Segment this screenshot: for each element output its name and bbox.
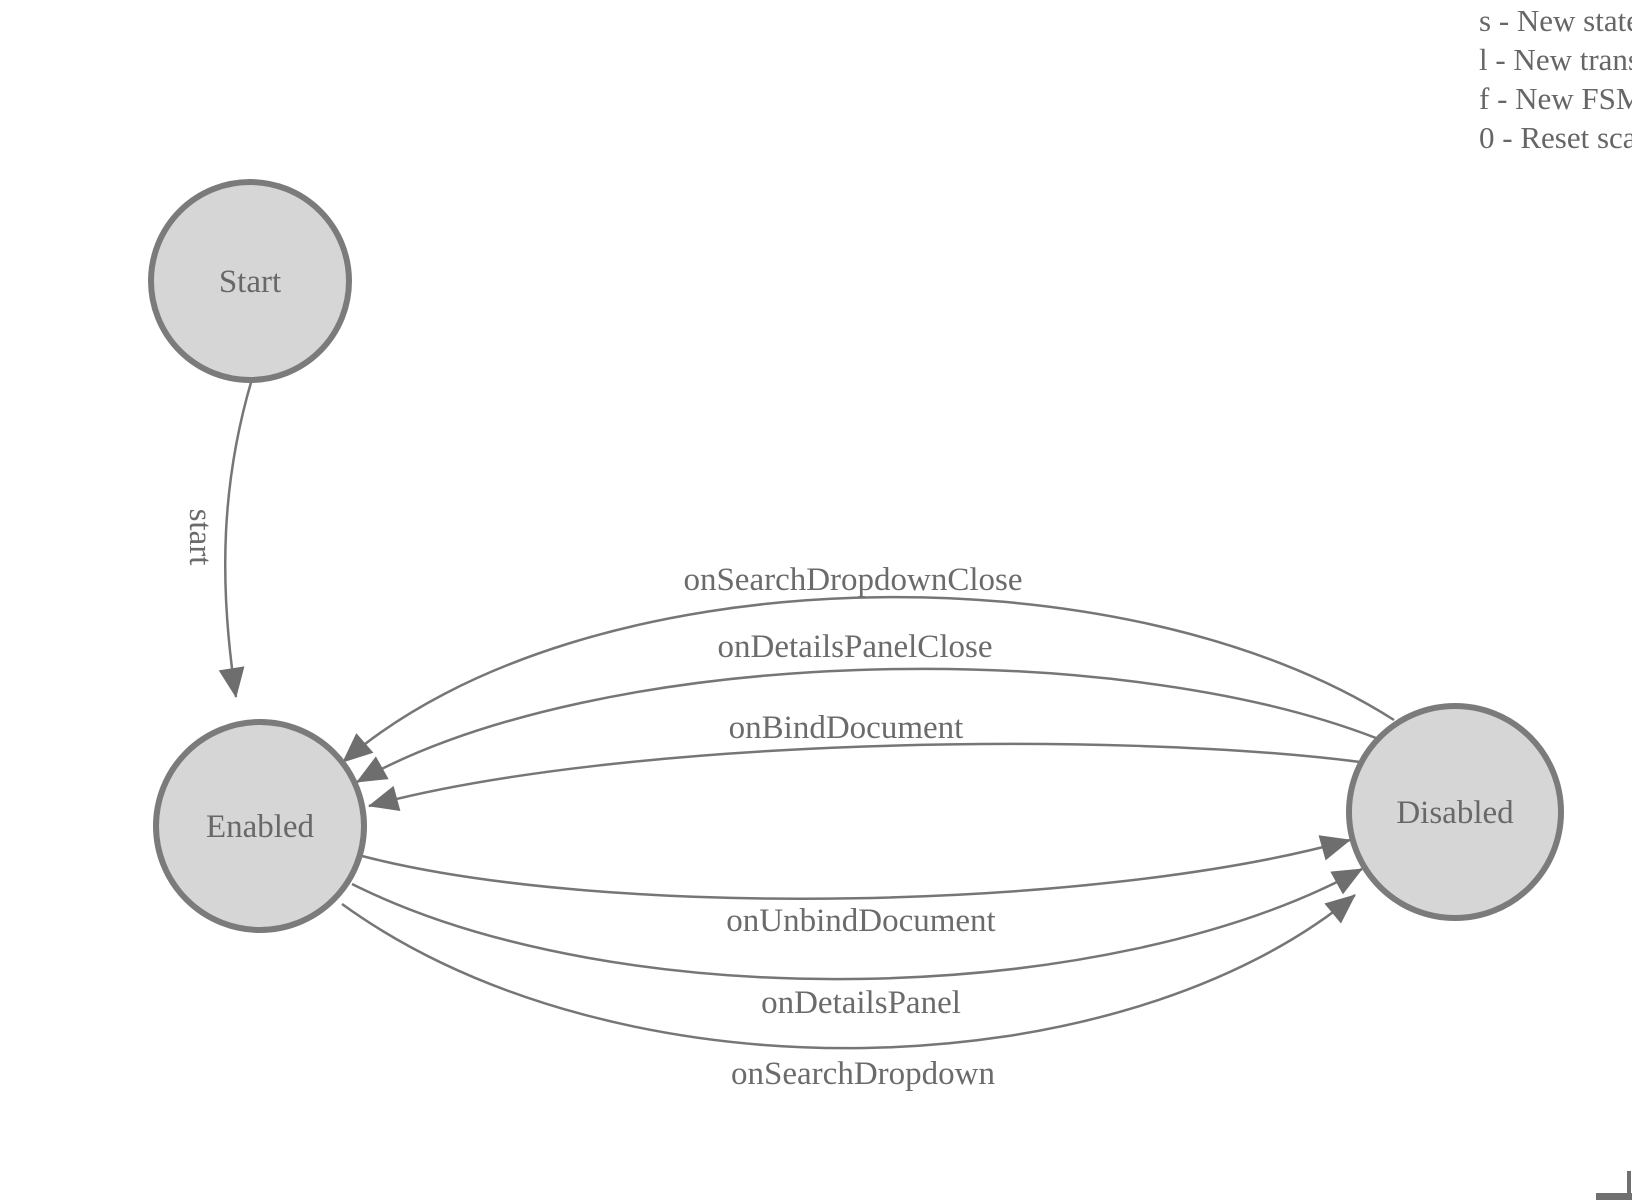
legend-line-new-transition: l - New transition bbox=[1479, 42, 1632, 77]
transition-labels: start onSearchDropdownClose onDetailsPan… bbox=[182, 509, 1023, 1092]
state-label-enabled: Enabled bbox=[206, 809, 315, 845]
transition-edge-onDetailsPanel[interactable] bbox=[351, 867, 1363, 981]
state-label-disabled: Disabled bbox=[1396, 795, 1514, 831]
transition-edge-onSearchDropdown[interactable] bbox=[341, 894, 1356, 1050]
legend-line-reset: 0 - Reset scale bbox=[1479, 120, 1632, 155]
state-node-enabled[interactable]: Enabled bbox=[153, 719, 367, 933]
transition-edges bbox=[218, 378, 1395, 1050]
state-circle-enabled[interactable] bbox=[153, 719, 367, 933]
transition-label-start: start bbox=[182, 509, 218, 566]
transition-label-onDetailsPanel: onDetailsPanel bbox=[761, 985, 961, 1021]
corner-panel-horizontal-edge bbox=[1596, 1193, 1632, 1200]
transition-edge-onUnbindDocument[interactable] bbox=[361, 835, 1351, 900]
transition-edge-start[interactable] bbox=[218, 378, 254, 698]
transition-edge-onBindDocument[interactable] bbox=[368, 742, 1361, 811]
state-node-disabled[interactable]: Disabled bbox=[1346, 703, 1564, 921]
transition-label-onUnbindDocument: onUnbindDocument bbox=[726, 903, 995, 939]
corner-panel-vertical-edge bbox=[1627, 1171, 1631, 1200]
state-label-start: Start bbox=[219, 264, 281, 300]
transition-edge-onSearchDropdownClose[interactable] bbox=[342, 595, 1395, 763]
transition-label-onSearchDropdown: onSearchDropdown bbox=[731, 1056, 995, 1092]
transition-edge-onDetailsPanelClose[interactable] bbox=[356, 667, 1377, 784]
state-circle-start[interactable] bbox=[148, 179, 352, 383]
legend-line-new-state: s - New state bbox=[1479, 3, 1632, 38]
legend-line-new-fsm: f - New FSM bbox=[1479, 81, 1632, 116]
corner-panel-edge bbox=[1596, 1171, 1632, 1200]
state-circle-disabled[interactable] bbox=[1346, 703, 1564, 921]
transition-label-onSearchDropdownClose: onSearchDropdownClose bbox=[683, 562, 1022, 598]
state-nodes: Start Enabled Disabled bbox=[148, 179, 1564, 933]
state-node-start[interactable]: Start bbox=[148, 179, 352, 383]
shortcut-legend: s - New state l - New transition f - New… bbox=[1479, 3, 1632, 155]
transition-label-onBindDocument: onBindDocument bbox=[729, 710, 964, 746]
transition-label-onDetailsPanelClose: onDetailsPanelClose bbox=[718, 629, 993, 665]
